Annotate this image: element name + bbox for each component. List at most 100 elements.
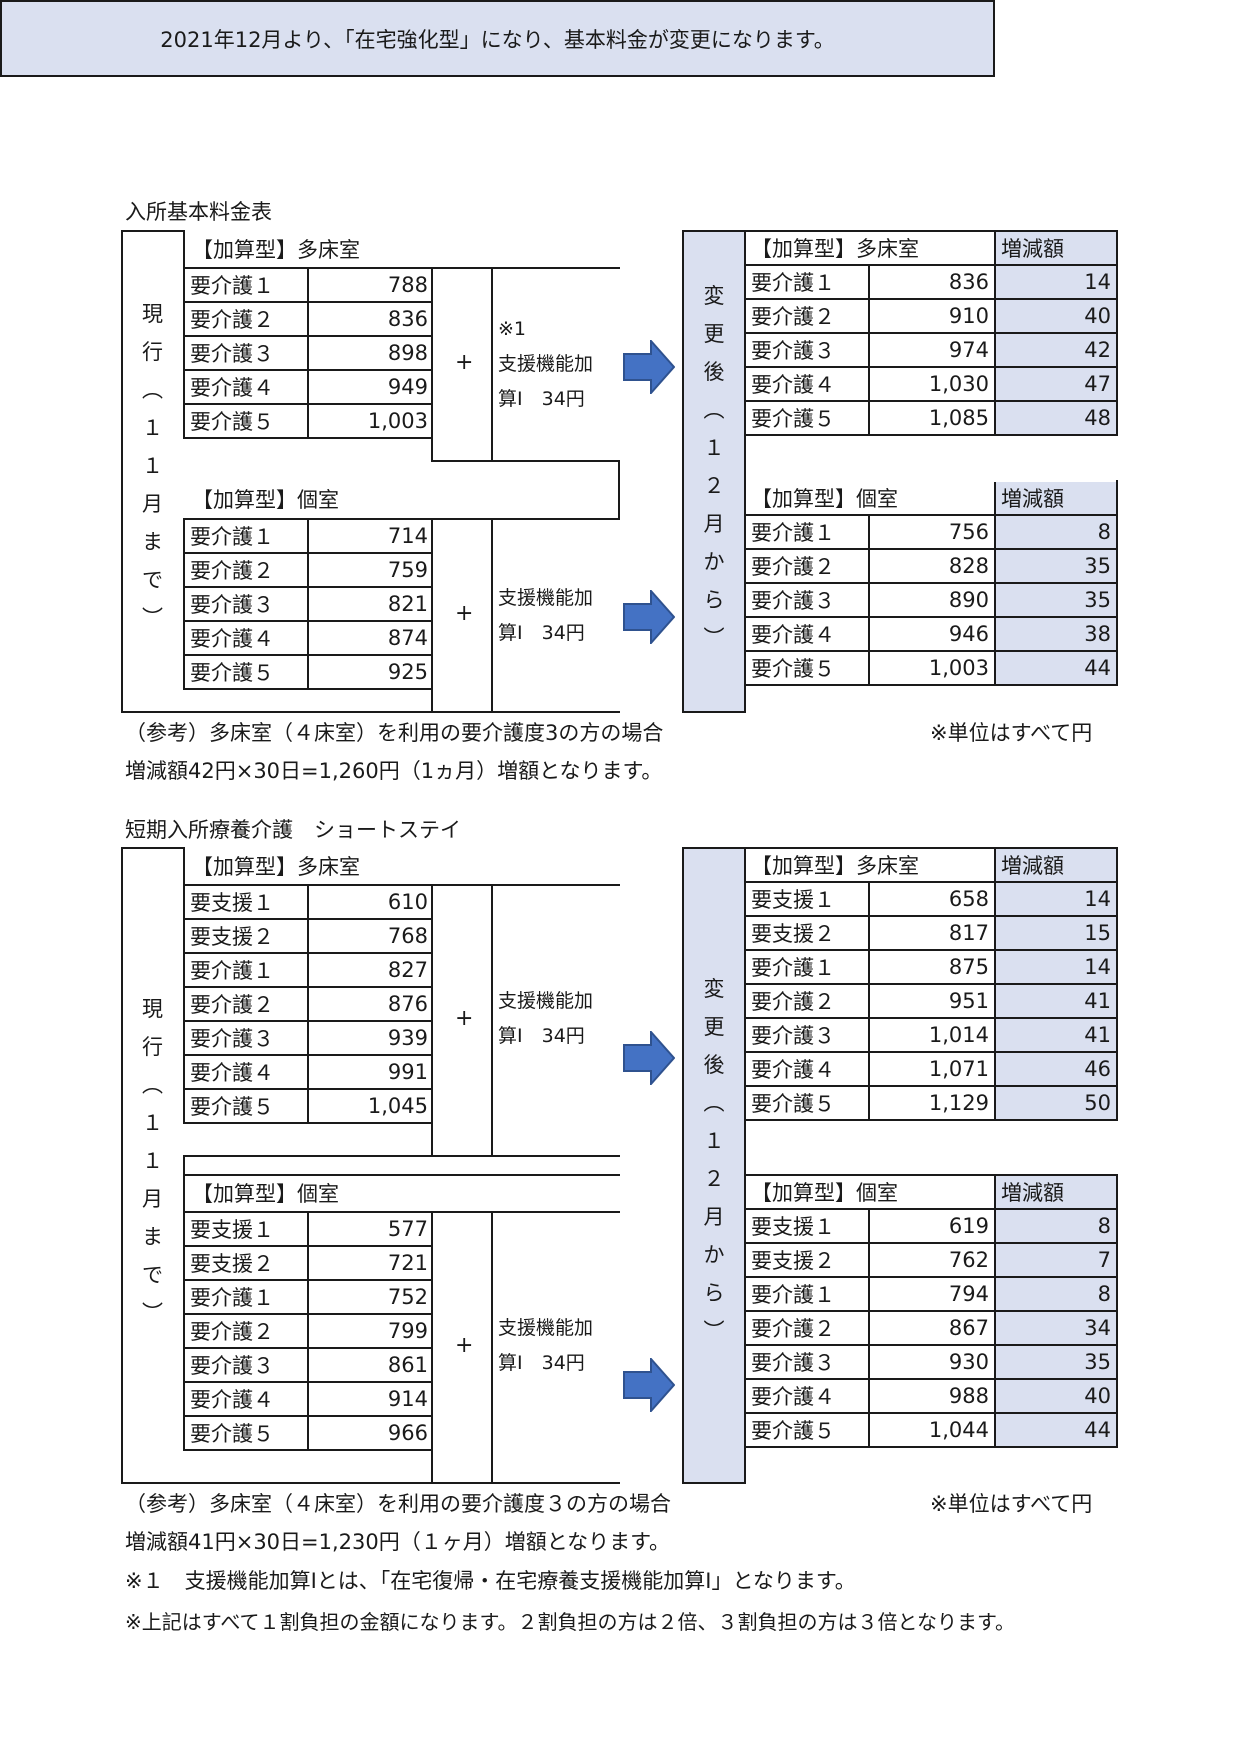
care-level-cell: 要介護３ [183,1347,309,1383]
table-header-row: 【加算型】個室増減額 [744,480,1118,516]
diff-cell: 8 [994,1208,1118,1244]
diff-cell: 42 [994,332,1118,368]
table-header-row: 【加算型】個室増減額 [744,1174,1118,1210]
section2-multi-addon-text: 支援機能加算Ⅰ 34円 [498,984,593,1054]
diff-cell: 35 [994,548,1118,584]
care-level-cell: 要介護５ [183,1088,309,1124]
fee-cell: 610 [307,884,435,920]
care-level-cell: 要介護５ [744,650,870,686]
section1-private-plus-cell [431,518,493,713]
fee-cell: 836 [868,264,996,300]
care-level-cell: 要支援１ [183,1211,309,1247]
diff-cell: 48 [994,400,1118,436]
fee-cell: 714 [307,518,435,554]
vertical-label-char: ま [142,1225,163,1249]
care-level-cell: 要介護４ [183,1054,309,1090]
section2-private-header: 【加算型】個室 [192,1182,339,1206]
plus-sign: + [455,1333,474,1358]
section1-private-addon-text: 支援機能加算Ⅰ 34円 [498,581,593,651]
vertical-label-char: 後 [703,360,725,384]
fee-cell: 768 [307,918,435,954]
section1-note2: 増減額42円×30日=1,260円（1ヵ月）増額となります。 [125,759,663,783]
diff-cell: 44 [994,650,1118,686]
section1-private-addon-cell [491,518,620,713]
fee-cell: 821 [307,586,435,622]
care-level-cell: 要介護１ [183,952,309,988]
addon-line: 支援機能加 [498,587,594,609]
section2-after-gap [744,1155,1116,1176]
addon-line: 支援機能加 [498,353,594,375]
vertical-label-char: １ [703,436,725,460]
right-arrow-icon [623,590,675,644]
section1-multi-addon-cell [491,267,620,462]
care-level-cell: 要介護３ [183,586,309,622]
vertical-label-char: 月 [703,1205,725,1229]
vertical-label-char: ら [703,588,725,612]
fee-cell: 1,045 [307,1088,435,1124]
fee-cell: 799 [307,1313,435,1349]
after-table-header: 【加算型】多床室 [744,847,996,883]
fee-cell: 875 [868,949,996,985]
diff-header-cell: 増減額 [994,480,1118,516]
right-arrow-icon [623,1358,675,1412]
vertical-label-char: ︵ [703,398,725,422]
fee-cell: 974 [868,332,996,368]
vertical-label-char: 現 [142,302,163,326]
care-level-cell: 要介護２ [744,548,870,584]
care-level-cell: 要介護２ [744,1310,870,1346]
care-level-cell: 要介護５ [183,403,309,439]
diff-cell: 8 [994,514,1118,550]
fee-cell: 1,085 [868,400,996,436]
plus-sign: + [455,350,474,375]
care-level-cell: 要介護２ [744,298,870,334]
fee-cell: 619 [868,1208,996,1244]
care-level-cell: 要介護２ [183,986,309,1022]
fee-cell: 828 [868,548,996,584]
addon-line: 算Ⅰ 34円 [498,1025,585,1047]
vertical-label-char: 月 [142,492,163,516]
care-level-cell: 要支援１ [744,881,870,917]
vertical-label-char: ︶ [703,626,725,650]
unit-note: ※単位はすべて円 [930,721,1093,745]
care-level-cell: 要支援２ [183,1245,309,1281]
notice-banner: 2021年12月より、「在宅強化型」になり、基本料金が変更になります。 [0,0,995,77]
fee-cell: 988 [868,1378,996,1414]
vertical-label-char: 後 [703,1053,725,1077]
care-level-cell: 要介護３ [744,1344,870,1380]
care-level-cell: 要介護１ [744,949,870,985]
care-level-cell: 要介護５ [744,400,870,436]
right-arrow-icon [623,1031,675,1085]
diff-cell: 40 [994,1378,1118,1414]
vertical-label-char: 行 [142,1035,163,1059]
section1-multi-plus-cell [431,267,493,462]
vertical-label-char: 月 [142,1187,163,1211]
section2-title: 短期入所療養介護 ショートステイ [125,818,461,842]
care-level-cell: 要介護３ [183,335,309,371]
vertical-label-char: で [142,568,163,592]
care-level-cell: 要介護１ [744,1276,870,1312]
vertical-label-char: ２ [703,1167,725,1191]
vertical-label-char: ︵ [703,1091,725,1115]
